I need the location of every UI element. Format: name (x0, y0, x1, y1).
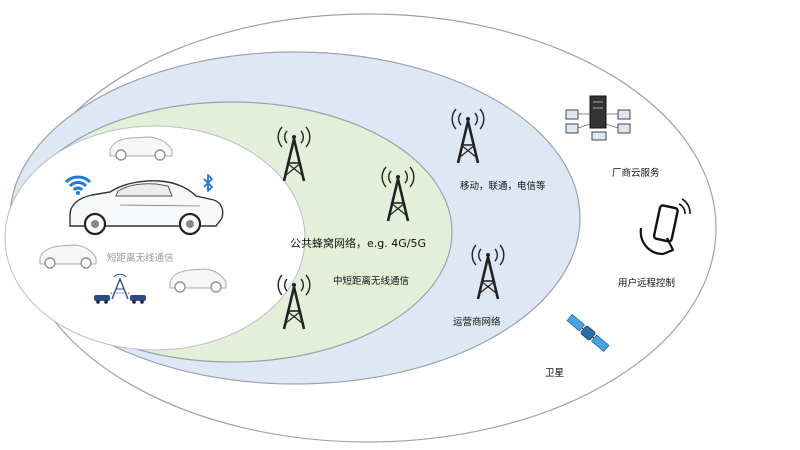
cell-tower-icon-2 (381, 166, 415, 222)
car-icon-right (169, 268, 227, 293)
carriers-label: 移动，联通，电信等 (460, 181, 546, 192)
satellite-label: 卫星 (545, 368, 565, 379)
server-icon (565, 95, 631, 141)
bluetooth-icon (203, 174, 213, 192)
cell-tower-icon-4 (451, 108, 485, 164)
cell-tower-icon-5 (471, 244, 505, 300)
mid-short-range-label: 中短距离无线通信 (333, 276, 410, 287)
car-icon-top (109, 136, 173, 161)
remote-control-label: 用户远程控制 (618, 278, 676, 289)
wifi-icon (64, 175, 92, 195)
phone-hand-icon (639, 198, 691, 256)
short-range-label: 短距离无线通信 (107, 253, 174, 264)
v2v-icon (94, 273, 146, 304)
cell-tower-icon-3 (277, 274, 311, 330)
operator-network-label: 运营商网络 (453, 317, 501, 328)
cell-tower-icon-1 (277, 126, 311, 182)
oem-cloud-label: 厂商云服务 (612, 168, 660, 179)
short-range-zone (4, 125, 306, 351)
car-icon-left (39, 244, 97, 269)
car-icon-main (69, 180, 224, 236)
satellite-icon (566, 313, 610, 353)
cellular-label: 公共蜂窝网络，e.g. 4G/5G (290, 237, 426, 250)
